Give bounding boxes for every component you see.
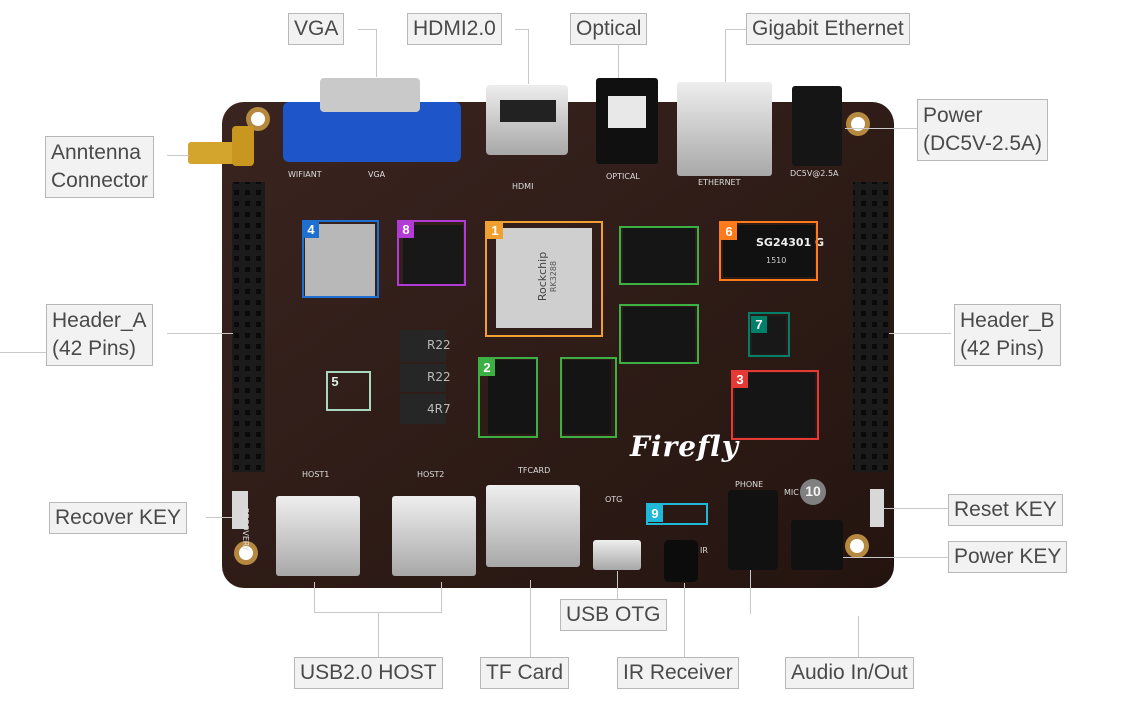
label-power-key: Power KEY [948,541,1068,573]
label-vga: VGA [288,13,345,45]
usb-otg-shape [593,540,641,570]
badge-9: 9 [647,505,663,522]
label-usb-host: USB2.0 HOST [294,657,443,689]
highlight-box-2-b [560,357,617,438]
leader-power-key [843,557,948,558]
reset-key-shape [870,489,884,527]
badge-8: 8 [398,221,414,238]
leader-hdmi [515,29,529,30]
badge-3: 3 [732,371,748,388]
badge-4: 4 [303,221,319,238]
usb-host1-shape [276,496,360,576]
silk-wifiant: WIFIANT [288,170,322,179]
silk-inductor-1: R22 [427,338,451,352]
dc-jack-shape [792,86,842,166]
silk-dc: DC5V@2.5A [790,169,839,178]
label-ir-receiver: IR Receiver [617,657,739,689]
highlight-box-6 [719,221,818,281]
badge-5: 5 [331,374,339,389]
leader-usb-host-l [314,582,315,612]
leader-recover [206,517,232,518]
label-hdmi: HDMI2.0 [407,13,502,45]
silk-tfcard: TFCARD [518,466,551,475]
leader-audio [858,616,859,657]
soc-chip-shape [496,228,592,328]
tf-card-shape [486,485,580,567]
leader-otg [617,571,618,599]
label-ethernet: Gigabit Ethernet [746,13,910,45]
header-a-pins [232,182,265,472]
leader-header-b [889,333,951,334]
highlight-box-1 [485,221,603,337]
label-optical: Optical [570,13,648,45]
power-key-shape [791,520,843,570]
ethernet-connector-shape [677,82,772,176]
silk-phone: PHONE [735,480,764,489]
badge-1: 1 [487,222,503,239]
usb-host2-shape [392,496,476,576]
label-header-a: Header_A (42 Pins) [46,304,153,366]
highlight-box-4 [302,220,379,298]
leader-ir [684,583,685,657]
leader-reset [884,508,948,509]
leader-header-a-ext [0,352,46,353]
silk-inductor-2: R22 [427,370,451,384]
leader-usb-host-r [441,582,442,612]
silk-hdmi: HDMI [512,182,534,191]
label-recover-key: Recover KEY [49,502,188,534]
highlight-box-3 [731,370,819,440]
silk-inductor-3: 4R7 [427,402,451,416]
silk-host1: HOST1 [302,470,330,479]
leader-audio-phone [750,570,751,614]
badge-7: 7 [751,316,767,333]
label-audio: Audio In/Out [785,657,914,689]
audio-jack-shape [728,490,778,570]
leader-ethernet [725,29,747,30]
leader-tf [530,580,531,657]
highlight-box-2-c [619,226,699,285]
antenna-connector-shape [188,142,240,164]
silk-vga: VGA [368,170,386,179]
label-tf-card: TF Card [480,657,570,689]
highlight-box-8 [397,220,466,286]
firefly-logo: Firefly [630,430,740,463]
vga-connector-shape [283,102,461,162]
label-power: Power (DC5V-2.5A) [917,99,1049,161]
header-b-pins [853,182,889,472]
label-reset-key: Reset KEY [948,494,1063,526]
leader-header-a [167,333,233,334]
silk-mic: MIC [784,488,799,497]
silk-recovery: RECOVERY [241,508,250,551]
label-usb-otg: USB OTG [560,599,667,631]
label-header-b: Header_B (42 Pins) [954,304,1061,366]
mic-shape [800,479,826,505]
recover-key-shape [232,491,248,529]
silk-otg: OTG [605,495,623,504]
badge-6: 6 [721,223,737,240]
silk-ir: IR [700,546,708,555]
leader-power [845,128,917,129]
leader-hdmi-v [528,29,529,84]
highlight-box-5 [326,371,371,411]
badge-10: 10 [805,483,821,499]
badge-2: 2 [479,359,495,376]
leader-vga-v [376,29,377,77]
leader-optical [618,44,619,78]
silk-host2: HOST2 [417,470,445,479]
highlight-box-2-d [619,304,699,364]
highlight-box-7 [748,312,790,357]
silk-switch-chip-sub: 1510 [766,256,787,265]
silk-switch-chip: SG24301 G [756,236,825,249]
highlight-box-2-a [478,357,538,438]
label-antenna: Anntenna Connector [45,136,154,198]
leader-usb-host-v [378,612,379,657]
ir-receiver-shape [664,540,698,582]
leader-antenna [167,155,189,156]
leader-ethernet-v [725,29,726,82]
leader-vga [358,29,376,30]
silk-optical: OPTICAL [606,172,640,181]
silk-ethernet: ETHERNET [698,178,741,187]
